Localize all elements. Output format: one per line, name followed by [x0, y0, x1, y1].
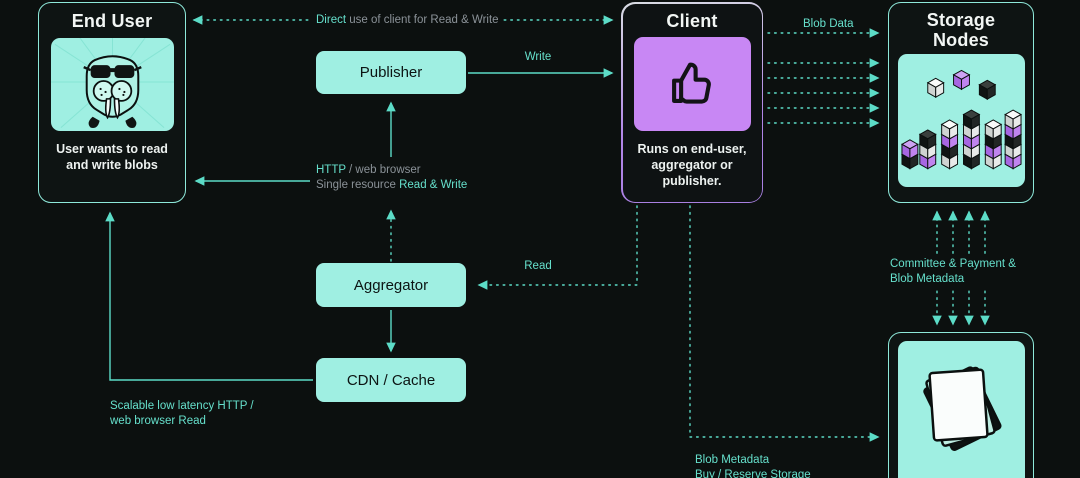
edge-read: [477, 205, 638, 290]
edge-label-http-line1: HTTP / web browser: [316, 164, 421, 176]
edge-label-blob-metadata-line1: Blob Metadata: [695, 454, 770, 466]
storage-nodes-title: Storage Nodes: [926, 10, 996, 51]
cdn-cache-node: CDN / Cache: [316, 358, 466, 402]
client-description: Runs on end-user, aggregator or publishe…: [637, 141, 747, 188]
metadata-store-node: [888, 332, 1034, 478]
client-node: Client Runs on end-user, aggregator or p…: [621, 2, 763, 203]
edge-label-write: Write: [524, 51, 552, 63]
stacked-papers-icon: [897, 341, 1025, 478]
edge-label-scalable: Scalable low latency HTTP / web browser …: [110, 399, 254, 429]
end-user-node: End User: [38, 2, 186, 203]
edge-label-blob-data: Blob Data: [803, 18, 854, 30]
edge-committee-group: [932, 210, 990, 326]
edge-label-committee: Committee & Payment & Blob Metadata: [886, 256, 1020, 288]
edge-label-scalable-line2: web browser Read: [110, 415, 206, 427]
edge-blob-metadata: [689, 205, 880, 442]
edge-label-committee-line2: Blob Metadata: [890, 273, 965, 285]
client-title: Client: [666, 10, 718, 31]
edge-label-blob-metadata-line2: Buy / Reserve Storage: [695, 469, 811, 478]
edge-label-http-browser: HTTP / web browser Single resource Read …: [316, 163, 467, 193]
storage-nodes-node: Storage Nodes: [888, 2, 1034, 203]
aggregator-node: Aggregator: [316, 263, 466, 307]
client-node-inner: Client Runs on end-user, aggregator or p…: [622, 3, 762, 202]
end-user-title: End User: [71, 11, 153, 31]
cdn-cache-label: CDN / Cache: [346, 371, 436, 389]
publisher-label: Publisher: [359, 64, 423, 81]
storage-cubes-illustration: [897, 54, 1025, 188]
edge-blob-data-group: [767, 28, 880, 128]
edge-label-http-line2: Single resource Read & Write: [316, 179, 468, 191]
edge-label-direct-use: Direct use of client for Read & Write: [312, 12, 503, 29]
edge-label-direct-use-accent: Direct: [316, 14, 347, 26]
edge-label-scalable-line1: Scalable low latency HTTP /: [110, 400, 254, 412]
walrus-illustration: [50, 38, 174, 131]
edge-label-read: Read: [524, 260, 552, 272]
aggregator-label: Aggregator: [353, 276, 429, 294]
publisher-node: Publisher: [316, 51, 466, 94]
thumbs-up-icon: [633, 36, 751, 131]
edge-label-blob-metadata: Blob Metadata Buy / Reserve Storage: [695, 453, 811, 478]
edge-label-direct-use-rest: use of client for Read & Write: [346, 14, 499, 26]
end-user-description: User wants to read and write blobs: [56, 142, 168, 172]
edge-label-committee-line1: Committee & Payment &: [890, 258, 1016, 270]
edge-cdn-to-end-user: [105, 211, 313, 381]
